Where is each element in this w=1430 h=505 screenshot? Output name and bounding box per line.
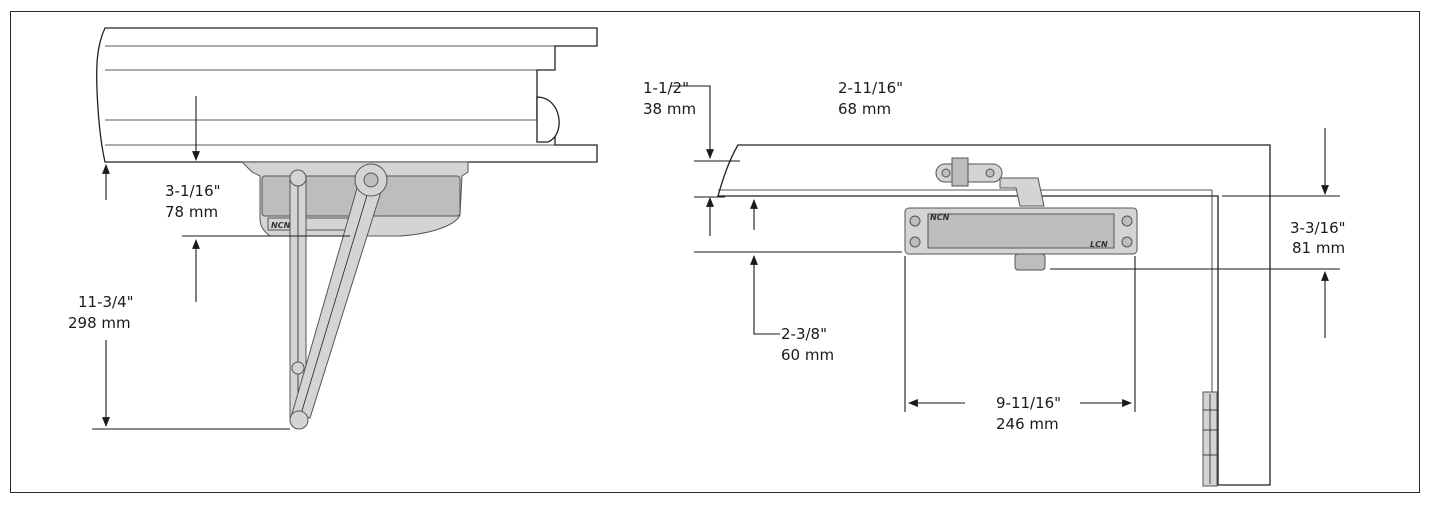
dim-arm-drop-imperial: 2-3/8" [781, 325, 827, 343]
left-view-door-frame [96, 27, 598, 163]
right-view-closer: NCN LCN [904, 157, 1138, 271]
dim-arm-reach-metric: 298 mm [68, 314, 131, 332]
right-view-dimensions [670, 85, 1340, 412]
dim-body-length-imperial: 9-11/16" [996, 394, 1061, 412]
dim-body-height-metric: 81 mm [1292, 239, 1345, 257]
dim-arm-drop-metric: 60 mm [781, 346, 834, 364]
right-closer-logo-right: LCN [1090, 240, 1108, 249]
dim-body-height-imperial: 3-3/16" [1290, 219, 1346, 237]
dim-body-length-metric: 246 mm [996, 415, 1059, 433]
dim-shoe-offset-metric: 68 mm [838, 100, 891, 118]
dim-closer-height-metric: 78 mm [165, 203, 218, 221]
left-view-dimensions [92, 96, 350, 430]
dim-top-offset-metric: 38 mm [643, 100, 696, 118]
right-view-door-frame [717, 144, 1271, 487]
dim-top-offset-imperial: 1-1/2" [643, 79, 689, 97]
drawing-frame [10, 11, 1420, 493]
left-closer-logo: NCN [271, 221, 291, 230]
left-view-arm [289, 163, 388, 430]
right-closer-logo-left: NCN [930, 213, 950, 222]
dim-closer-height-imperial: 3-1/16" [165, 182, 221, 200]
dim-arm-reach-imperial: 11-3/4" [78, 293, 134, 311]
dim-shoe-offset-imperial: 2-11/16" [838, 79, 903, 97]
